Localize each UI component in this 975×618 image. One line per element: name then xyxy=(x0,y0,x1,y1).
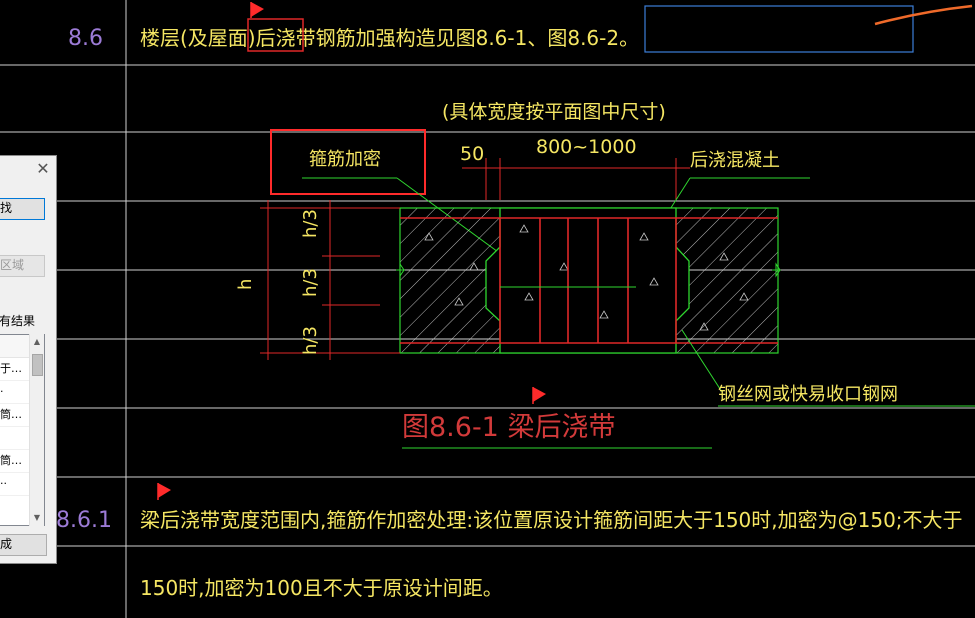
dim-h3-top: h/3 xyxy=(300,209,321,238)
dim-range: 800~1000 xyxy=(536,136,637,158)
text-highlight-box xyxy=(247,18,304,52)
list-item[interactable]: 筒… xyxy=(0,404,44,427)
close-icon[interactable]: ✕ xyxy=(36,159,50,178)
marker-flag-icon xyxy=(158,483,171,498)
dim-h: h xyxy=(235,279,256,290)
list-item[interactable]: 于… xyxy=(0,358,44,381)
marker-flag-icon xyxy=(533,387,546,402)
list-item[interactable]: ·· xyxy=(0,473,44,496)
find-button[interactable]: 查找 xyxy=(0,198,45,220)
select-area-button[interactable]: 择区域 xyxy=(0,255,45,277)
dim-h3-mid: h/3 xyxy=(300,268,321,297)
scroll-down-icon[interactable]: ▼ xyxy=(33,513,41,522)
annotation-stroke xyxy=(874,4,973,26)
row-number-8-6-1: 8.6.1 xyxy=(56,508,112,533)
dim-50: 50 xyxy=(460,143,484,165)
row-number-8-6: 8.6 xyxy=(68,26,103,51)
label-mesh: 钢丝网或快易收口钢网 xyxy=(718,384,898,405)
scroll-thumb[interactable] xyxy=(32,354,43,376)
beam-section-drawing: (具体宽度按平面图中尺寸) 50 800~1000 箍筋加密 后浇混凝土 xyxy=(235,101,975,449)
list-item[interactable]: · xyxy=(0,381,44,404)
pour-strip xyxy=(485,207,690,354)
note-width: (具体宽度按平面图中尺寸) xyxy=(442,101,666,123)
row-text-8-6-1-line1: 梁后浇带宽度范围内,箍筋作加密处理:该位置原设计箍筋间距大于150时,加密为@1… xyxy=(140,508,963,532)
figure-caption: 图8.6-1 梁后浇带 xyxy=(402,412,615,443)
row-text-8-6: 楼层(及屋面)后浇带钢筋加强构造见图8.6-1、图8.6-2。 xyxy=(140,26,639,50)
results-scrollbar[interactable]: ▲ ▼ xyxy=(29,334,44,526)
find-dialog[interactable]: ✕ 查找 择区域 所有结果 于… · 筒… 筒… ·· ▲ ▼ 完成 xyxy=(0,155,57,564)
scroll-up-icon[interactable]: ▲ xyxy=(33,337,41,346)
done-button[interactable]: 完成 xyxy=(0,534,47,556)
label-stirrup: 箍筋加密 xyxy=(309,149,381,170)
row-text-8-6-1-line2: 150时,加密为100且不大于原设计间距。 xyxy=(140,576,503,600)
results-label: 所有结果 xyxy=(0,314,36,328)
list-item[interactable] xyxy=(0,427,44,450)
marker-flag-icon xyxy=(251,2,264,17)
selection-box[interactable] xyxy=(644,5,914,53)
list-item[interactable]: 筒… xyxy=(0,450,44,473)
dim-h3-bot: h/3 xyxy=(300,326,321,355)
label-highlight-box xyxy=(270,129,426,195)
label-concrete: 后浇混凝土 xyxy=(690,150,780,171)
